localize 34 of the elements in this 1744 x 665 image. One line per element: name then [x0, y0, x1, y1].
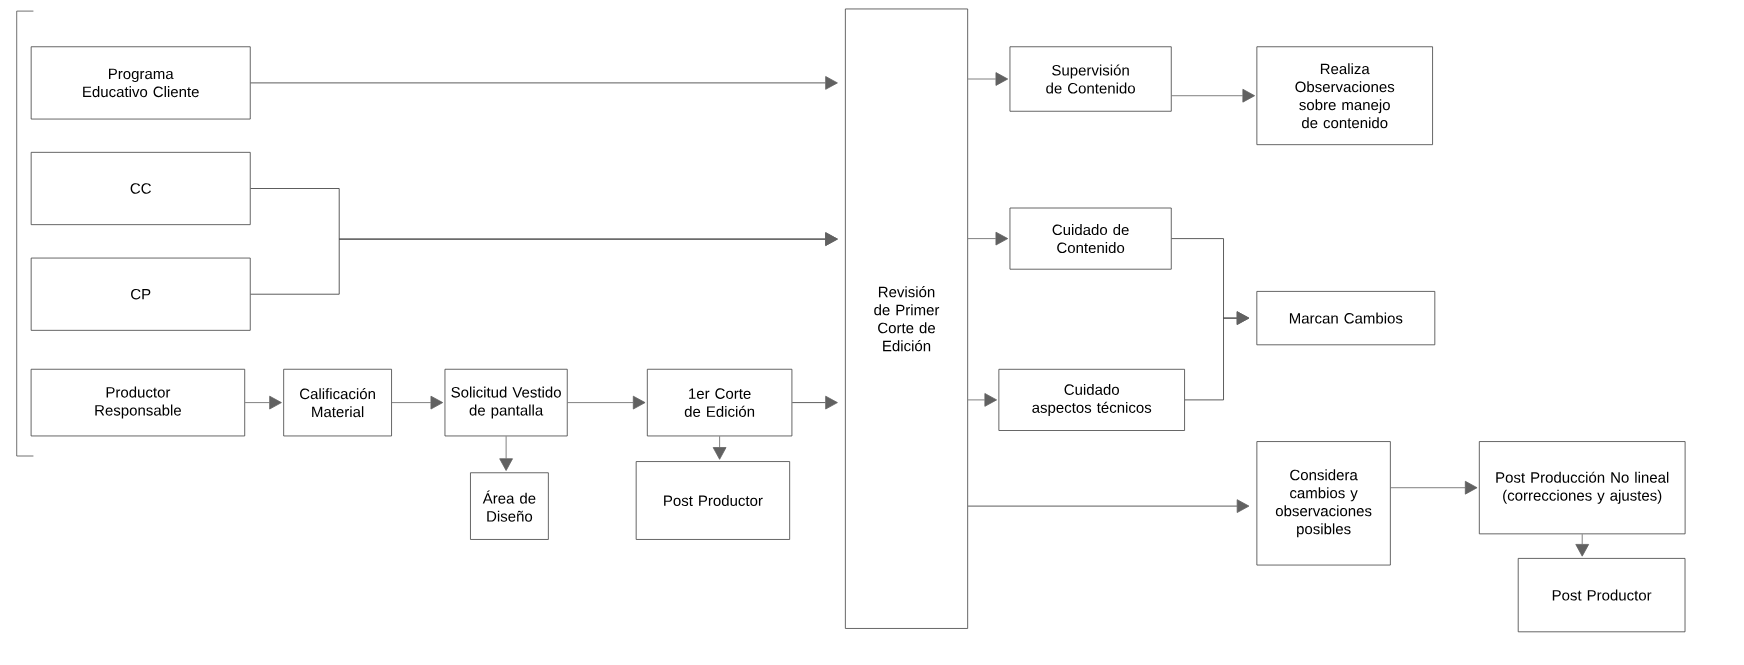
- arrow: [1575, 533, 1590, 557]
- arrow: [967, 393, 997, 407]
- process-box: Calificación Material: [283, 368, 392, 437]
- process-box: Solicitud Vestido de pantalla: [444, 368, 568, 437]
- process-box: Post Producción No lineal (correcciones y ajustes): [1478, 441, 1686, 535]
- arrow: [967, 231, 1009, 246]
- process-box: Área de Diseño: [470, 472, 549, 540]
- process-box: Supervisión de Contenido: [1009, 46, 1172, 112]
- arrow: [1171, 88, 1255, 103]
- arrow: [967, 72, 1009, 86]
- arrow: [791, 395, 838, 410]
- process-box: Post Productor: [1517, 558, 1686, 633]
- arrow: [244, 395, 282, 410]
- process-box: 1er Corte de Edición: [646, 368, 793, 437]
- process-box: Marcan Cambios: [1256, 291, 1436, 346]
- process-box: Productor Responsable: [30, 368, 246, 437]
- arrow: [712, 435, 727, 460]
- process-box: Cuidado de Contenido: [1009, 207, 1172, 270]
- arrow: [250, 76, 838, 90]
- process-box: Revisión de Primer Corte de Edición: [844, 8, 969, 629]
- process-box: Considera cambios y observaciones posibles: [1256, 441, 1391, 566]
- arrow: [1184, 311, 1250, 401]
- arrow: [1390, 480, 1478, 495]
- arrow: [391, 395, 444, 410]
- process-box: Post Productor: [635, 461, 791, 540]
- arrow: [567, 395, 646, 410]
- process-box: CP: [30, 257, 251, 331]
- process-box: Programa Educativo Cliente: [30, 46, 251, 120]
- arrow: [250, 232, 838, 295]
- process-box: Realiza Observaciones sobre manejo de contenido: [1256, 46, 1433, 146]
- process-box: Cuidado aspectos técnicos: [998, 368, 1185, 431]
- process-box: CC: [30, 151, 251, 226]
- arrow: [499, 435, 513, 471]
- arrow: [967, 499, 1250, 513]
